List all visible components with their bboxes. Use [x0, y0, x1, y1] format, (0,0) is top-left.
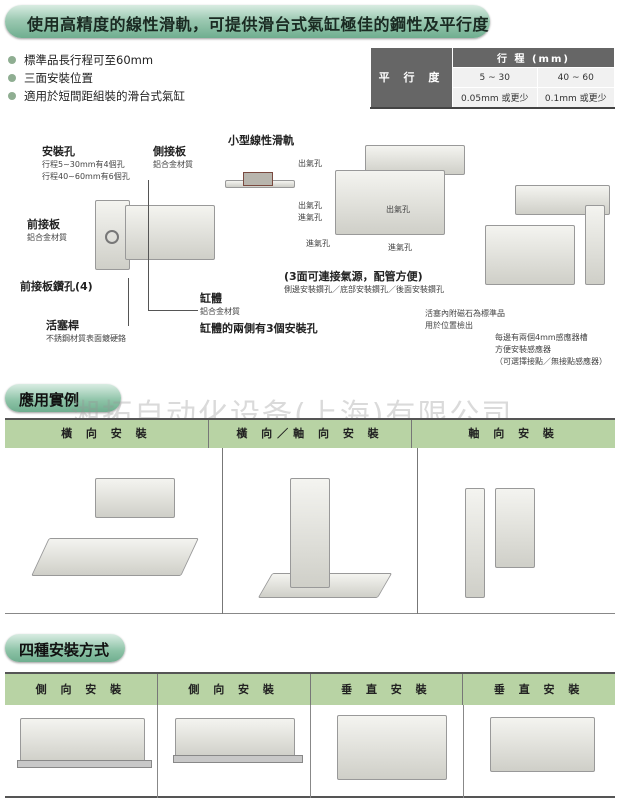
port-label: 出氣孔	[298, 159, 322, 168]
column-header: 側 向 安 裝	[5, 674, 158, 705]
callout-piping: (3面可連接氣源，配管方便)側邊安裝鑽孔／底部安裝鑽孔／後面安裝鑽孔	[284, 270, 444, 294]
leader-line	[148, 180, 149, 310]
applications-header: 橫 向 安 裝 橫 向／軸 向 安 裝 軸 向 安 裝	[5, 418, 615, 448]
value-cell: 0.05mm 或更少	[452, 87, 538, 109]
port-label: 進氣孔	[306, 239, 330, 248]
callout-mount-hole: 安裝孔行程5~30mm有4個孔行程40~60mm有6個孔	[42, 145, 130, 181]
bullet-item: 標準品長行程可至60mm	[8, 52, 153, 68]
callout-magnet: 活塞內附磁石為標準品用於位置檢出	[425, 309, 505, 330]
section-header-mounting: 四種安裝方式	[5, 634, 125, 662]
section-header-applications: 應用實例	[5, 384, 121, 412]
bullet-item: 三面安裝位置	[8, 70, 93, 86]
slide-cylinder-l-illustration	[485, 185, 610, 290]
column-header: 垂 直 安 裝	[493, 683, 585, 696]
column-header: 橫 向 安 裝	[5, 420, 209, 448]
linear-rail-illustration	[225, 172, 295, 192]
column-header: 軸 向 安 裝	[468, 427, 559, 440]
slide-cylinder-illustration	[335, 145, 465, 235]
mounting-panel	[5, 705, 615, 798]
table-header: 行 程 (mm)	[452, 47, 615, 68]
callout-sensor: 每邊有兩個4mm感應器槽方便安裝感應器（可選擇接點／無接點感應器）	[495, 333, 607, 366]
cylinder-illustration	[95, 200, 215, 270]
callout-side-plate: 側接板鋁合金材質	[153, 145, 193, 169]
port-label: 進氣孔	[388, 243, 412, 252]
column-header: 垂 直 安 裝	[311, 674, 464, 705]
bullet-item: 適用於短間距組裝的滑台式氣缸	[8, 88, 185, 104]
callout-rail: 小型線性滑軌	[228, 134, 294, 147]
callout-body: 缸體鋁合金材質	[200, 292, 240, 316]
bullet-icon	[8, 92, 16, 100]
applications-panel	[5, 448, 615, 614]
port-label: 出氣孔	[386, 205, 410, 214]
column-header: 橫 向／軸 向 安 裝	[209, 420, 413, 448]
page-title: 使用高精度的線性滑軌，可提供滑台式氣缸極佳的鋼性及平行度	[27, 15, 490, 34]
value-cell: 0.1mm 或更少	[536, 87, 616, 109]
leader-line	[128, 278, 129, 326]
port-label: 進氣孔	[298, 213, 322, 222]
mounting-header: 側 向 安 裝 側 向 安 裝 垂 直 安 裝 垂 直 安 裝	[5, 672, 615, 705]
leader-line	[148, 310, 198, 311]
port-label: 出氣孔	[298, 201, 322, 210]
bullet-icon	[8, 74, 16, 82]
callout-front-plate-holes: 前接板鑽孔(4)	[20, 280, 93, 293]
callout-piston-rod: 活塞桿不銹鋼材質表面鍍硬鉻	[46, 319, 126, 343]
callout-body-holes: 缸體的兩側有3個安裝孔	[200, 322, 318, 335]
range-cell: 40 ~ 60	[536, 67, 616, 88]
range-cell: 5 ~ 30	[452, 67, 538, 88]
column-header: 側 向 安 裝	[158, 674, 311, 705]
title-banner: 使用高精度的線性滑軌，可提供滑台式氣缸極佳的鋼性及平行度	[5, 5, 490, 38]
callout-front-plate: 前接板鋁合金材質	[27, 218, 67, 242]
row-label: 平 行 度	[370, 47, 453, 109]
bullet-icon	[8, 56, 16, 64]
